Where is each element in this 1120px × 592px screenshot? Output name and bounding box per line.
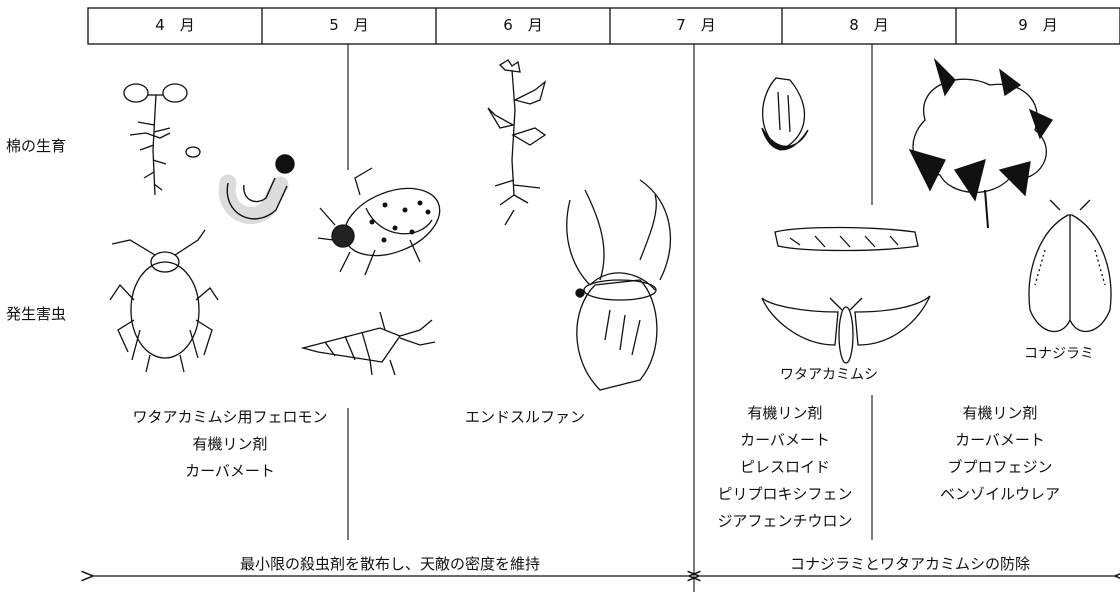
chemical-item: カーバメート: [740, 431, 830, 449]
period-divider-lines: [347, 44, 873, 592]
summary-early-period: 最小限の殺虫剤を散布し、天敵の密度を維持: [239, 555, 540, 573]
caption-pink-bollworm: ワタアカミムシ: [780, 367, 878, 383]
pink-bollworm-larva-illustration: [774, 226, 919, 252]
caption-whitefly: コナジラミ: [1024, 346, 1094, 362]
larva-illustration: [218, 154, 295, 225]
chemical-item: エンドスルファン: [464, 408, 585, 426]
chemical-item: 有機リン剤: [962, 404, 1038, 422]
chemical-item: ピレスロイド: [739, 458, 830, 476]
lady-beetle-illustration: [317, 167, 441, 276]
month-label-august: 8 月: [849, 16, 889, 34]
month-label-june: 6 月: [503, 16, 543, 34]
cotton-flowering-plant-illustration: [487, 59, 547, 226]
chemical-item: カーバメート: [185, 462, 275, 480]
chemicals-may-july: エンドスルファン: [430, 404, 620, 431]
chemical-item: カーバメート: [955, 431, 1045, 449]
chemical-item: ブプロフェジン: [947, 458, 1053, 476]
chemical-item: 有機リン剤: [192, 435, 268, 453]
chemical-item: ピリプロキシフェン: [717, 485, 853, 503]
lacewing-larva-illustration: [300, 311, 436, 376]
month-label-may: 5 月: [329, 16, 369, 34]
row-label-pests: 発生害虫: [6, 305, 67, 323]
month-header-grid: [87, 7, 1120, 45]
month-label-september: 9 月: [1018, 16, 1058, 34]
open-cotton-boll-illustration: [908, 57, 1053, 229]
cotton-seedling-illustration: [123, 83, 201, 196]
row-label-cotton-growth: 棉の生育: [6, 137, 67, 155]
chemical-item: ワタアカミムシ用フェロモン: [132, 408, 328, 426]
cotton-boll-with-pest-illustration: [566, 179, 672, 391]
chemical-item: 有機リン剤: [747, 404, 823, 422]
whitefly-illustration: [1028, 199, 1112, 333]
summary-late-period: コナジラミとワタアカミムシの防除: [789, 555, 1030, 573]
chemicals-april-may: ワタアカミムシ用フェロモン 有機リン剤 カーバメート: [110, 404, 350, 485]
month-label-july: 7 月: [676, 16, 716, 34]
chemical-item: ベンゾイルウレア: [939, 485, 1060, 503]
cotton-bud-illustration: [761, 77, 809, 151]
chemicals-july-august: 有機リン剤 カーバメート ピレスロイド ピリプロキシフェン ジアフェンチウロン: [700, 400, 870, 535]
chemical-item: ジアフェンチウロン: [717, 512, 853, 530]
aphid-illustration: [109, 229, 219, 373]
chemicals-august-september: 有機リン剤 カーバメート ブプロフェジン ベンゾイルウレア: [920, 400, 1080, 508]
pink-bollworm-moth-illustration: [761, 295, 931, 364]
month-label-april: 4 月: [155, 16, 195, 34]
